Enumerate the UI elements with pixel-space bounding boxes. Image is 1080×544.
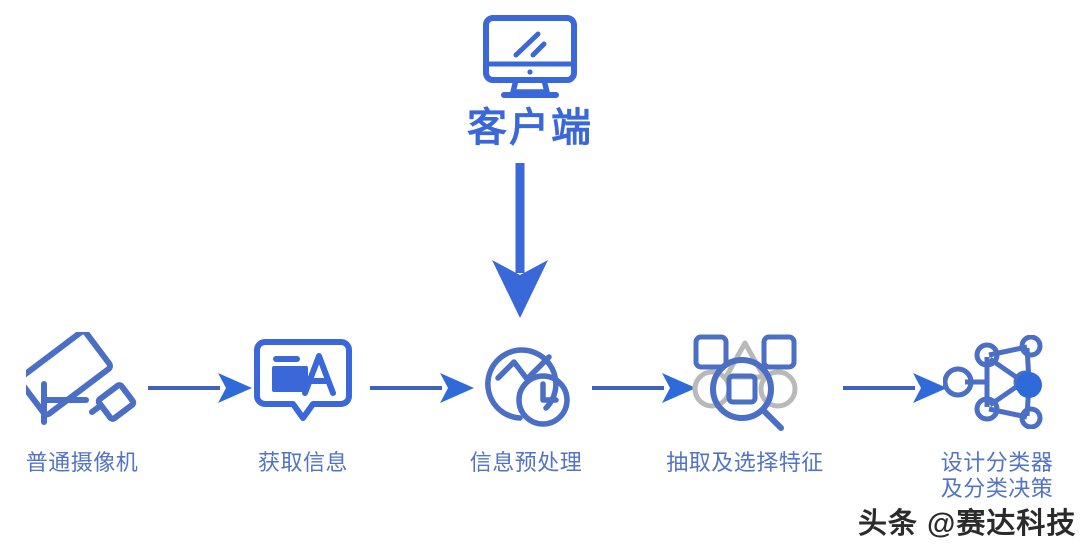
arrow-right-icon bbox=[370, 373, 474, 403]
speech-bubble-text-icon bbox=[254, 339, 352, 421]
step-2-label: 获取信息 bbox=[257, 450, 348, 475]
step-1-label: 普通摄像机 bbox=[25, 450, 139, 475]
client-node: 客户端 bbox=[430, 14, 630, 150]
shapes-magnifier-icon bbox=[692, 334, 798, 431]
step-4-label: 抽取及选择特征 bbox=[666, 450, 824, 475]
desktop-monitor-icon bbox=[483, 15, 577, 98]
arrow-down-icon bbox=[492, 163, 548, 318]
pipeline-step-5: 设计分类器 及分类决策 bbox=[912, 326, 1080, 502]
step-5-icon-wrap bbox=[912, 326, 1080, 438]
arrow-right-icon bbox=[592, 373, 696, 403]
chart-clock-icon bbox=[485, 347, 570, 427]
node-network-icon bbox=[943, 335, 1043, 429]
step-1-icon-wrap bbox=[0, 326, 167, 438]
pipeline-row: 普通摄像机 获取信息 bbox=[0, 326, 1080, 526]
step-3-label: 信息预处理 bbox=[469, 450, 583, 475]
pipeline-step-2: 获取信息 bbox=[218, 326, 388, 476]
step-4-icon-wrap bbox=[660, 326, 830, 438]
client-title: 客户端 bbox=[467, 106, 593, 150]
arrow-right-icon bbox=[843, 373, 947, 403]
pipeline-step-4: 抽取及选择特征 bbox=[660, 326, 830, 476]
pipeline-step-1: 普通摄像机 bbox=[0, 326, 167, 476]
step-2-icon-wrap bbox=[218, 326, 388, 438]
watermark-text: 头条 @赛达科技 bbox=[858, 508, 1077, 540]
step-5-label: 设计分类器 及分类决策 bbox=[940, 450, 1054, 501]
arrow-right-icon bbox=[148, 373, 252, 403]
step-3-icon-wrap bbox=[441, 326, 611, 438]
surveillance-camera-icon bbox=[26, 332, 137, 425]
pipeline-step-3: 信息预处理 bbox=[441, 326, 611, 476]
